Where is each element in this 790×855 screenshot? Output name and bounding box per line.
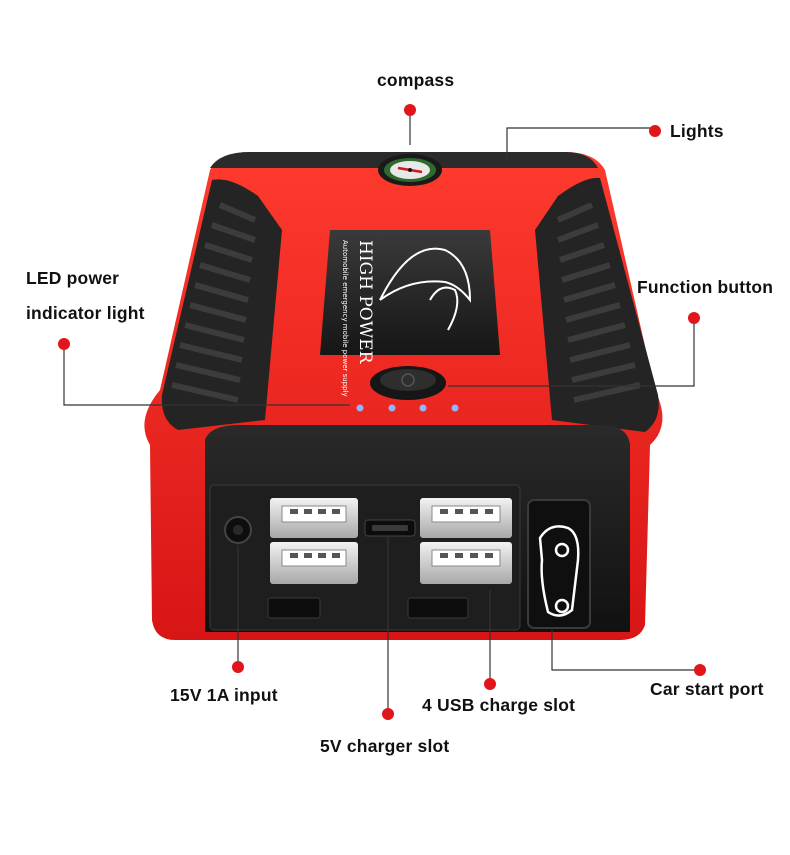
brand-panel: HIGH POWER Automobile emergency mobile p…	[320, 230, 500, 397]
right-rubber-grip	[535, 177, 659, 432]
led-indicator	[388, 404, 396, 412]
led-indicators	[356, 404, 459, 412]
label-led-power-line2: indicator light	[26, 303, 145, 323]
micro-usb-slot[interactable]	[364, 519, 416, 537]
callout-dot	[58, 338, 70, 350]
label-function-button: Function button	[637, 277, 774, 297]
callout-dot	[688, 312, 700, 324]
usb-port[interactable]	[270, 542, 358, 584]
callout-dot	[232, 661, 244, 673]
callout-dot	[404, 104, 416, 116]
bottom-vents	[267, 597, 469, 619]
led-indicator	[356, 404, 364, 412]
label-lights: Lights	[670, 121, 724, 141]
usb-port[interactable]	[270, 498, 358, 538]
label-car-start: Car start port	[650, 679, 764, 699]
led-indicator	[419, 404, 427, 412]
usb-port[interactable]	[420, 542, 512, 584]
label-compass: compass	[377, 70, 455, 90]
label-15v-input: 15V 1A input	[170, 685, 278, 705]
function-button[interactable]	[370, 366, 446, 400]
callout-lines	[63, 110, 700, 714]
car-start-port[interactable]	[527, 499, 591, 629]
callout-dot	[484, 678, 496, 690]
led-indicator	[451, 404, 459, 412]
callout-dot	[694, 664, 706, 676]
brand-name: HIGH POWER	[355, 240, 375, 365]
label-usb-slot: 4 USB charge slot	[422, 695, 576, 715]
label-led-power-line1: LED power	[26, 268, 120, 288]
dc-input-jack[interactable]	[224, 516, 252, 544]
left-rubber-grip	[161, 179, 282, 430]
label-5v-charger: 5V charger slot	[320, 736, 450, 756]
callout-dot	[649, 125, 661, 137]
compass-icon	[378, 154, 442, 186]
brand-tagline: Automobile emergency mobile power supply	[341, 240, 349, 397]
callout-dots	[58, 104, 706, 720]
usb-port[interactable]	[420, 498, 512, 538]
callout-dot	[382, 708, 394, 720]
